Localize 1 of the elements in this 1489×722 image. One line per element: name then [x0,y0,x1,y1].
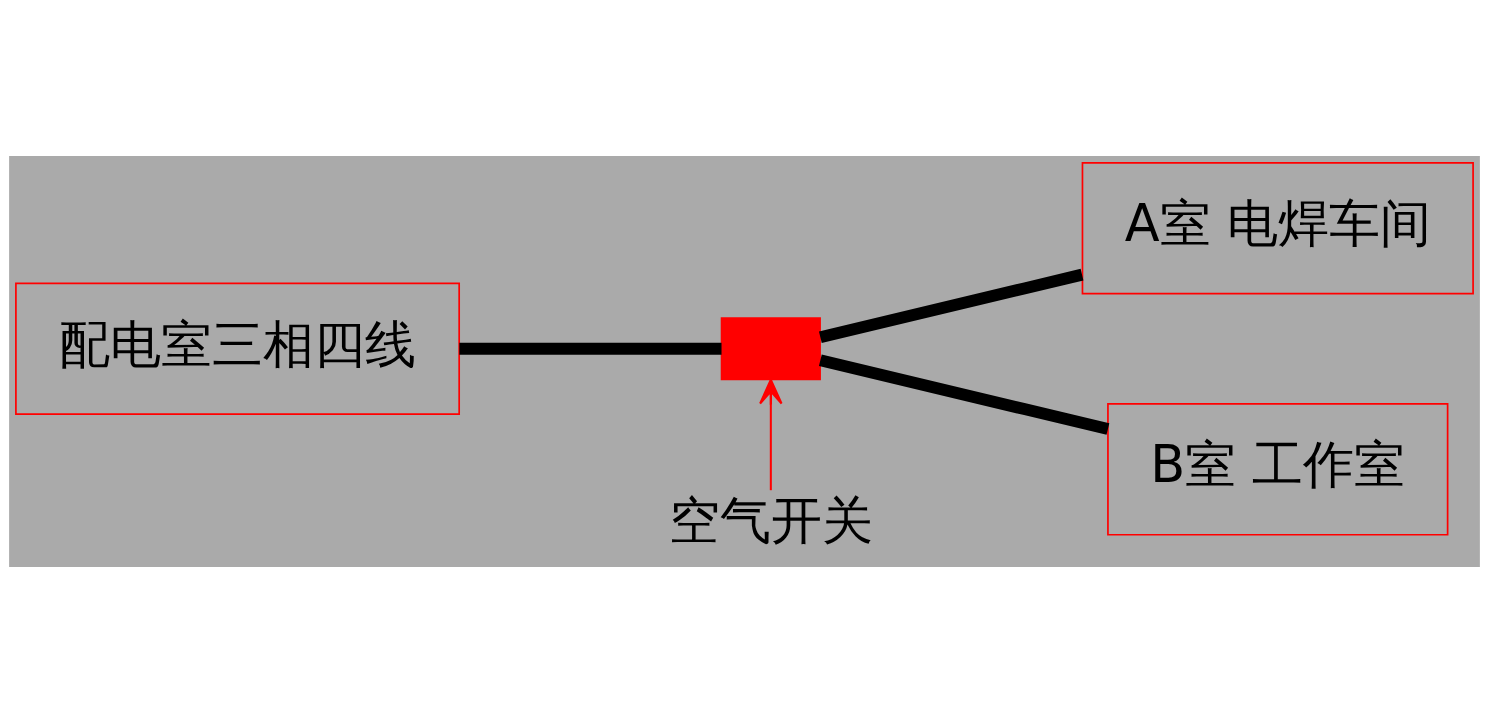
node-text: 空气开关 [668,490,873,550]
